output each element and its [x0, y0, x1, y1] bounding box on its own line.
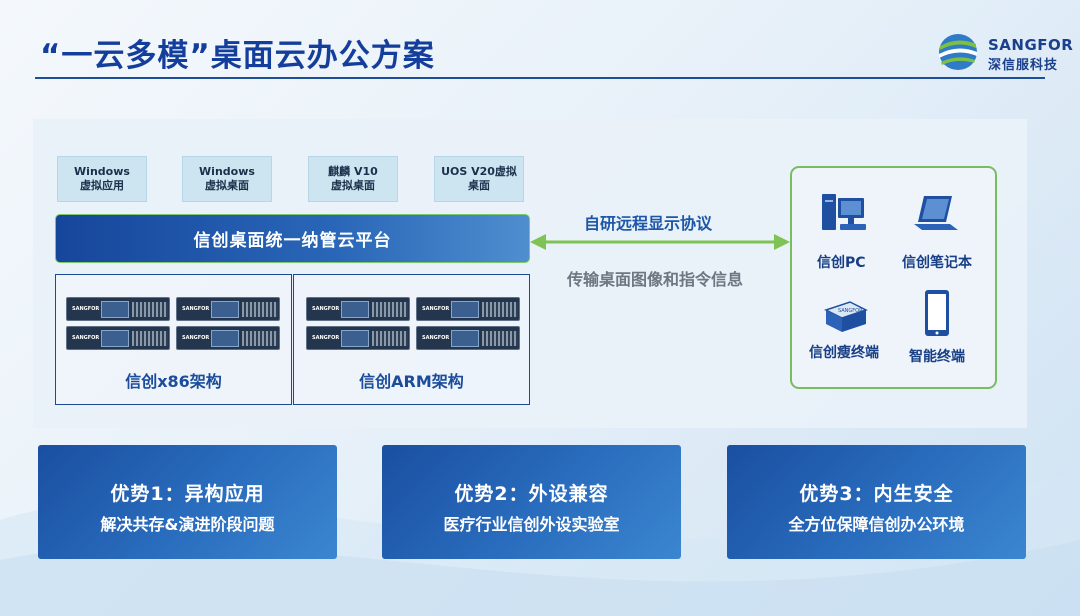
terminal-label-pc: 信创PC — [817, 255, 866, 271]
server-unit: SANGFOR — [176, 326, 280, 350]
terminal-label-thin-client: 信创瘦终端 — [809, 345, 879, 361]
laptop-icon — [914, 196, 958, 230]
server-unit: SANGFOR — [306, 297, 410, 321]
protocol-name: 自研远程显示协议 — [584, 214, 713, 233]
server-display — [341, 330, 369, 347]
advantage-title: 优势2：外设兼容 — [454, 483, 609, 505]
server-drive-bays — [482, 331, 518, 346]
vm-type: 虚拟应用 — [80, 179, 124, 192]
x86-architecture-box: SANGFOR SANGFOR SANGFOR SANGFOR 信创x86架构 — [55, 274, 292, 405]
advantage-subtitle: 全方位保障信创办公环境 — [788, 515, 965, 534]
server-brand: SANGFOR — [182, 335, 210, 341]
vm-type: 虚拟桌面 — [331, 179, 375, 192]
desktop-pc-icon — [822, 194, 866, 230]
server-brand: SANGFOR — [312, 306, 340, 312]
server-drive-bays — [132, 302, 168, 317]
advantage-card-3: 优势3：内生安全 全方位保障信创办公环境 — [727, 445, 1026, 559]
server-drive-bays — [482, 302, 518, 317]
server-brand: SANGFOR — [422, 306, 450, 312]
advantage-subtitle: 医疗行业信创外设实验室 — [443, 515, 620, 534]
server-brand: SANGFOR — [72, 335, 100, 341]
advantage-subtitle: 解决共存&演进阶段问题 — [100, 515, 275, 534]
vm-type: 桌面 — [468, 179, 490, 192]
server-unit: SANGFOR — [306, 326, 410, 350]
server-brand: SANGFOR — [182, 306, 210, 312]
brand-name-en: SANGFOR — [988, 36, 1074, 54]
vm-windows-app: Windows 虚拟应用 — [57, 156, 147, 202]
server-unit: SANGFOR — [416, 297, 520, 321]
server-display — [101, 330, 129, 347]
advantage-card-2: 优势2：外设兼容 医疗行业信创外设实验室 — [382, 445, 681, 559]
server-brand: SANGFOR — [312, 335, 340, 341]
sangfor-logo: SANGFOR 深信服科技 — [936, 28, 1073, 76]
sangfor-globe-icon — [939, 34, 977, 70]
cloud-platform-bar: 信创桌面统一纳管云平台 — [55, 214, 530, 263]
advantage-card-1: 优势1：异构应用 解决共存&演进阶段问题 — [38, 445, 337, 559]
vm-uos-desktop: UOS V20虚拟 桌面 — [434, 156, 524, 202]
architecture-label: 信创x86架构 — [125, 372, 222, 391]
server-display — [211, 301, 239, 318]
server-unit: SANGFOR — [66, 326, 170, 350]
vm-type: 虚拟桌面 — [205, 179, 249, 192]
svg-text:SANGFOR: SANGFOR — [838, 308, 863, 314]
protocol-description: 传输桌面图像和指令信息 — [567, 270, 744, 289]
terminal-devices-box: 信创PC 信创笔记本 SANGFOR 信创瘦终端 智能终端 — [790, 166, 997, 389]
server-drive-bays — [242, 302, 278, 317]
server-brand: SANGFOR — [72, 306, 100, 312]
arm-architecture-box: SANGFOR SANGFOR SANGFOR SANGFOR 信创ARM架构 — [293, 274, 530, 405]
page-title: “一云多模”桌面云办公方案 — [40, 38, 435, 74]
terminal-label-smart: 智能终端 — [909, 349, 965, 365]
server-display — [101, 301, 129, 318]
server-display — [451, 301, 479, 318]
architecture-label: 信创ARM架构 — [359, 372, 464, 391]
vm-kylin-desktop: 麒麟 V10 虚拟桌面 — [308, 156, 398, 202]
vm-os-name: 麒麟 V10 — [328, 165, 378, 178]
server-brand: SANGFOR — [422, 335, 450, 341]
server-unit: SANGFOR — [416, 326, 520, 350]
vm-windows-desktop: Windows 虚拟桌面 — [182, 156, 272, 202]
advantage-title: 优势1：异构应用 — [110, 483, 265, 505]
server-display — [211, 330, 239, 347]
advantage-title: 优势3：内生安全 — [799, 483, 954, 505]
brand-name-cn: 深信服科技 — [988, 58, 1059, 73]
server-drive-bays — [372, 331, 408, 346]
server-drive-bays — [242, 331, 278, 346]
server-display — [341, 301, 369, 318]
server-unit: SANGFOR — [66, 297, 170, 321]
server-display — [451, 330, 479, 347]
vm-os-name: UOS V20虚拟 — [441, 165, 517, 178]
vm-os-name: Windows — [199, 165, 255, 178]
title-divider — [35, 77, 1045, 79]
vm-os-name: Windows — [74, 165, 130, 178]
thin-client-icon: SANGFOR — [824, 301, 868, 332]
tablet-icon — [925, 290, 949, 336]
double-arrow-icon — [530, 234, 790, 250]
server-drive-bays — [372, 302, 408, 317]
server-drive-bays — [132, 331, 168, 346]
server-unit: SANGFOR — [176, 297, 280, 321]
terminal-label-laptop: 信创笔记本 — [902, 255, 972, 271]
